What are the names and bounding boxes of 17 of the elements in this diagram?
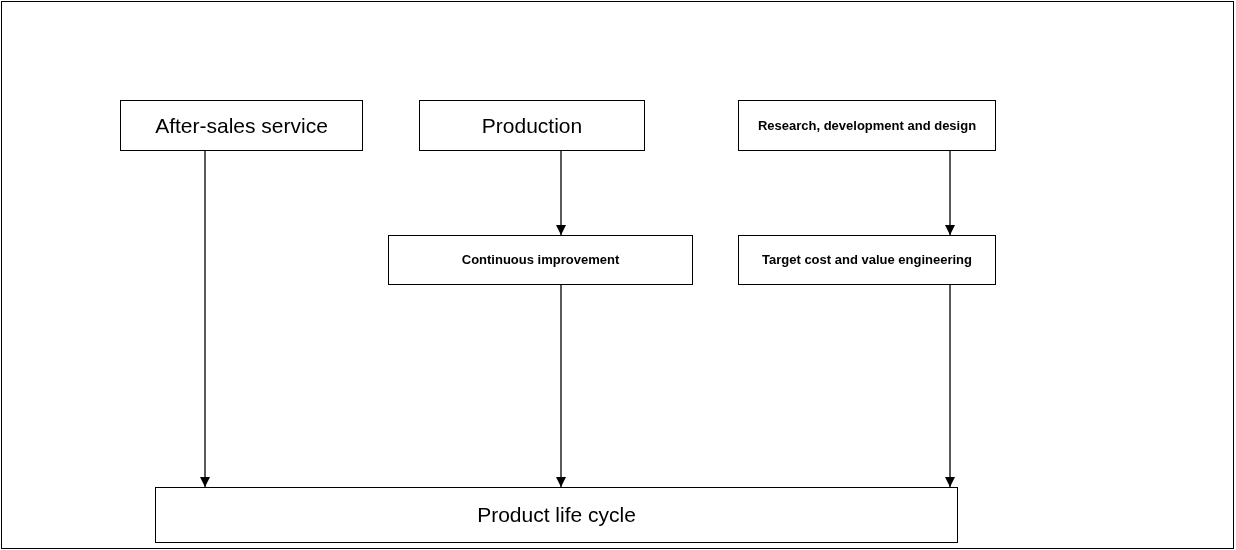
- box-label: Production: [480, 112, 584, 139]
- process-box: [388, 235, 693, 285]
- arrow: [556, 150, 566, 236]
- arrow: [945, 284, 955, 488]
- box-label: Continuous improvement: [460, 251, 621, 270]
- process-box: [155, 487, 958, 543]
- arrow: [200, 150, 210, 488]
- process-box: [120, 100, 363, 151]
- process-box: [738, 235, 996, 285]
- arrow: [556, 284, 566, 488]
- box-label: Product life cycle: [476, 502, 637, 529]
- box-label: Research, development and design: [756, 116, 978, 135]
- process-box: [738, 100, 996, 151]
- box-label: Target cost and value engineering: [761, 251, 973, 270]
- process-box: [419, 100, 645, 151]
- arrow: [945, 150, 955, 236]
- box-label: After-sales service: [154, 112, 329, 139]
